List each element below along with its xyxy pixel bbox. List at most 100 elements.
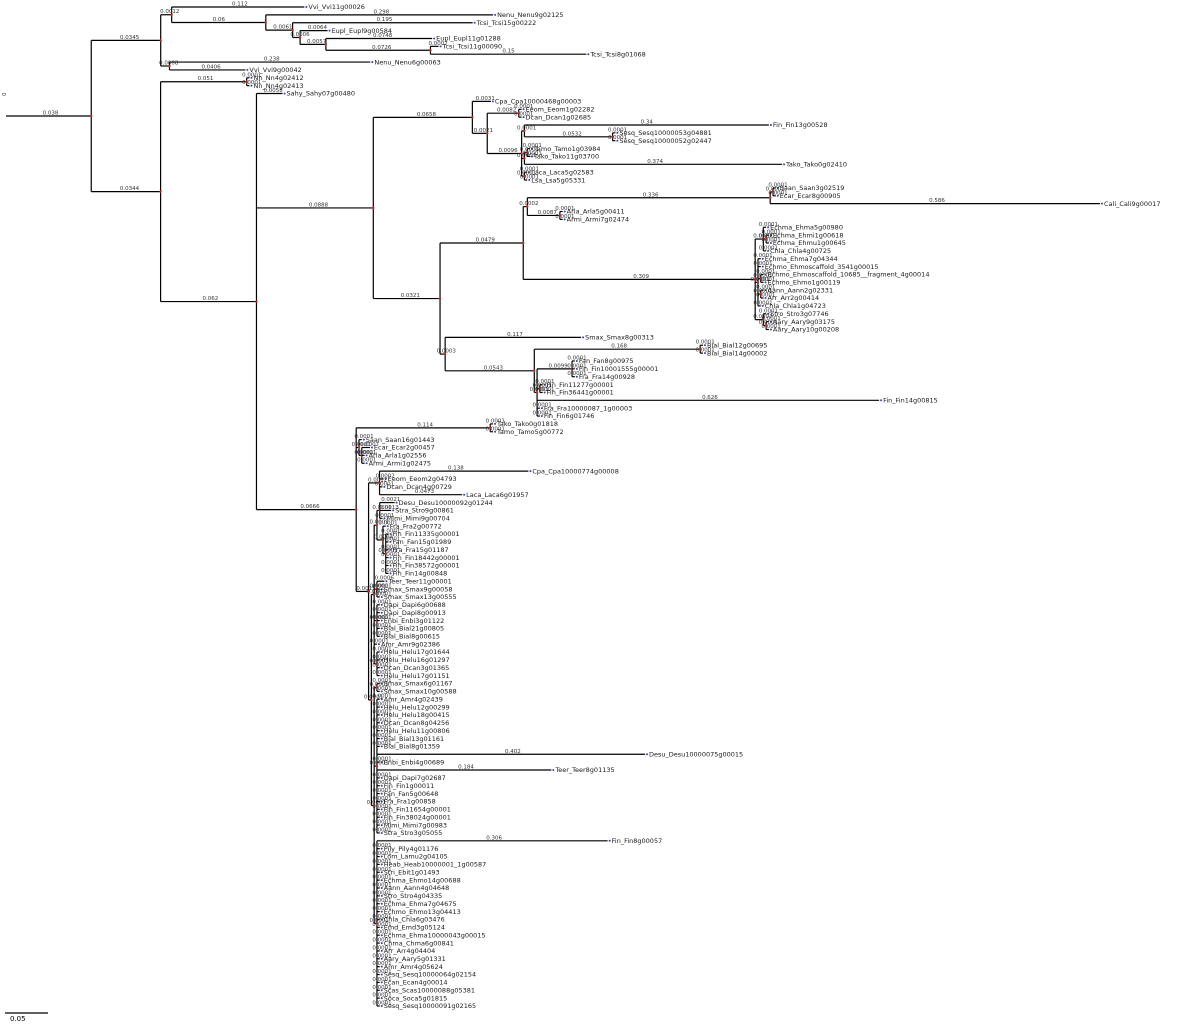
node-marker-49 bbox=[771, 190, 775, 194]
branch-length-label-178: 0.0001 bbox=[372, 922, 391, 928]
node-marker-19 bbox=[245, 80, 248, 83]
tip-label: Smax_Smax13g00555 bbox=[384, 593, 457, 601]
branch-length-label-164: 0.0001 bbox=[372, 820, 391, 826]
tip-marker-121 bbox=[389, 533, 392, 536]
tip-label: Mimi_Mimi9g00704 bbox=[387, 514, 450, 522]
node-marker-96 bbox=[489, 426, 492, 430]
branch-length-label-13: 0.0007 bbox=[429, 41, 449, 47]
branch-length-label-169: 0.0001 bbox=[372, 851, 391, 857]
branch-length-label-111: 0.0001 bbox=[364, 694, 383, 700]
tip-label: Fra_Fra10000087_1g00003 bbox=[544, 404, 632, 412]
tip-label: Dapi_Dapi6g00688 bbox=[384, 601, 446, 609]
tip-label: Echma_Ehma10000043g00015 bbox=[384, 931, 486, 939]
branch-length-label-151: 0.0001 bbox=[372, 717, 391, 723]
branch-length-label-182: 0.0001 bbox=[372, 953, 391, 959]
node-marker-99 bbox=[357, 446, 361, 449]
tip-marker-16 bbox=[371, 61, 374, 64]
tip-marker-21 bbox=[250, 84, 253, 87]
tip-marker-179 bbox=[380, 934, 383, 937]
tip-label: Echmo_Ehmo13g04413 bbox=[384, 908, 461, 916]
branch-length-label-118: 0.0004 bbox=[374, 534, 394, 540]
branch-length-label-85: 0.0099 bbox=[549, 363, 569, 369]
node-marker-113 bbox=[375, 523, 379, 527]
branch-length-label-165: 0.0001 bbox=[372, 827, 391, 833]
tip-label: Fin_Fin11654g00001 bbox=[384, 806, 451, 814]
root-label: 0 bbox=[2, 92, 8, 96]
branch-length-label-134: 0.0001 bbox=[372, 615, 391, 621]
tree-branches bbox=[6, 6, 1103, 1007]
tip-marker-184 bbox=[380, 973, 383, 976]
branch-length-label-42: 0.0001 bbox=[517, 171, 536, 177]
branch-length-label-66: 0.0001 bbox=[753, 273, 772, 279]
tip-label: Fin_Fin11277g00001 bbox=[547, 381, 614, 389]
node-marker-78 bbox=[443, 352, 447, 356]
tip-label: Helu_Helu18g00415 bbox=[384, 711, 450, 719]
tip-marker-68 bbox=[764, 281, 767, 284]
branch-length-label-136: 0.0001 bbox=[372, 631, 391, 637]
tip-marker-159 bbox=[380, 784, 383, 787]
tip-label: Chla_Chla4g00725 bbox=[770, 247, 831, 255]
branch-length-label-74: 0.0001 bbox=[759, 308, 778, 314]
branch-length-label-61: 0.0001 bbox=[762, 237, 781, 243]
tip-marker-87 bbox=[575, 367, 578, 370]
tip-marker-165 bbox=[380, 831, 383, 834]
tip-label: Dapi_Dapi7g02687 bbox=[384, 774, 446, 782]
branch-length-label-32: 0.0001 bbox=[517, 125, 536, 131]
node-marker-10 bbox=[324, 43, 328, 46]
tip-label: Enbi_Enbi4g00689 bbox=[384, 758, 445, 766]
tip-label: Saan_Saan3g02519 bbox=[780, 184, 845, 192]
tip-marker-171 bbox=[380, 871, 383, 874]
branch-length-label-160: 0.0001 bbox=[372, 788, 391, 794]
tip-label: Fin_Fin14g00848 bbox=[393, 570, 448, 578]
tip-marker-132 bbox=[380, 603, 383, 606]
node-marker-25 bbox=[471, 116, 474, 119]
branch-length-label-44: 0.0001 bbox=[520, 175, 539, 181]
tip-label: Tamo_Tamo1g03984 bbox=[533, 145, 601, 153]
branch-length-label-4: 0.06 bbox=[213, 17, 226, 23]
tip-label: Fin_Fin36441g00001 bbox=[547, 389, 614, 397]
tip-label: Tako_Tako0g02410 bbox=[785, 161, 847, 169]
node-marker-75 bbox=[764, 324, 768, 327]
tip-marker-29 bbox=[522, 108, 525, 111]
branch-length-label-177: 0.0001 bbox=[372, 914, 391, 920]
node-marker-118 bbox=[381, 538, 385, 542]
branch-length-label-38: 0.0001 bbox=[520, 147, 539, 153]
tip-label: Echma_Ehmo14g00688 bbox=[384, 876, 461, 884]
tip-label: Fan_Fan5g00648 bbox=[384, 790, 439, 798]
branch-length-label-98: 0.0001 bbox=[486, 426, 505, 432]
node-marker-31 bbox=[520, 152, 523, 155]
tip-marker-60 bbox=[769, 234, 772, 237]
branch-length-label-125: 0.0001 bbox=[381, 560, 400, 566]
tip-label: Desu_Desu10000075g00015 bbox=[649, 750, 743, 758]
node-marker-69 bbox=[759, 292, 762, 296]
node-marker-34 bbox=[611, 135, 614, 138]
tip-label: Eeom_Eeom2g04793 bbox=[388, 475, 457, 483]
tip-label: Arr_Arr2g00414 bbox=[768, 294, 820, 302]
branch-length-label-31: 0.0096 bbox=[498, 148, 518, 154]
branch-length-label-92: 0.626 bbox=[702, 395, 718, 401]
tip-label: Fin_Fin38572g00001 bbox=[393, 562, 460, 570]
tip-label: Armi_Armi7g02474 bbox=[567, 216, 629, 224]
branch-length-label-147: 0.0001 bbox=[370, 761, 389, 767]
tip-marker-168 bbox=[380, 847, 383, 850]
node-marker-42 bbox=[523, 174, 526, 178]
tip-label: Nenu_Nenu6g00063 bbox=[374, 58, 440, 66]
tip-marker-54 bbox=[563, 210, 566, 213]
tip-label: Aary_Aary9g03175 bbox=[773, 318, 835, 326]
node-marker-2 bbox=[170, 13, 173, 16]
branch-length-label-46: 0.0479 bbox=[476, 237, 496, 243]
tip-marker-186 bbox=[380, 989, 383, 992]
tip-label: Aann_Aann4g04648 bbox=[384, 884, 450, 892]
tip-label: Eeom_Eeom1g02282 bbox=[526, 105, 595, 113]
tip-label: Mimi_Mimi7g00983 bbox=[384, 821, 447, 829]
node-marker-63 bbox=[756, 281, 760, 284]
tip-marker-176 bbox=[380, 910, 383, 913]
branch-length-label-81: 0.168 bbox=[611, 344, 627, 350]
tip-marker-13 bbox=[439, 45, 442, 48]
branch-length-label-103: 0.0001 bbox=[357, 450, 376, 456]
branch-length-label-167: 0.306 bbox=[486, 835, 502, 841]
branch-length-label-86: 0.0001 bbox=[567, 355, 586, 361]
tip-marker-149 bbox=[380, 706, 383, 709]
tip-label: Chla_Chla1g04723 bbox=[765, 302, 826, 310]
branch-length-label-163: 0.0001 bbox=[372, 812, 391, 818]
